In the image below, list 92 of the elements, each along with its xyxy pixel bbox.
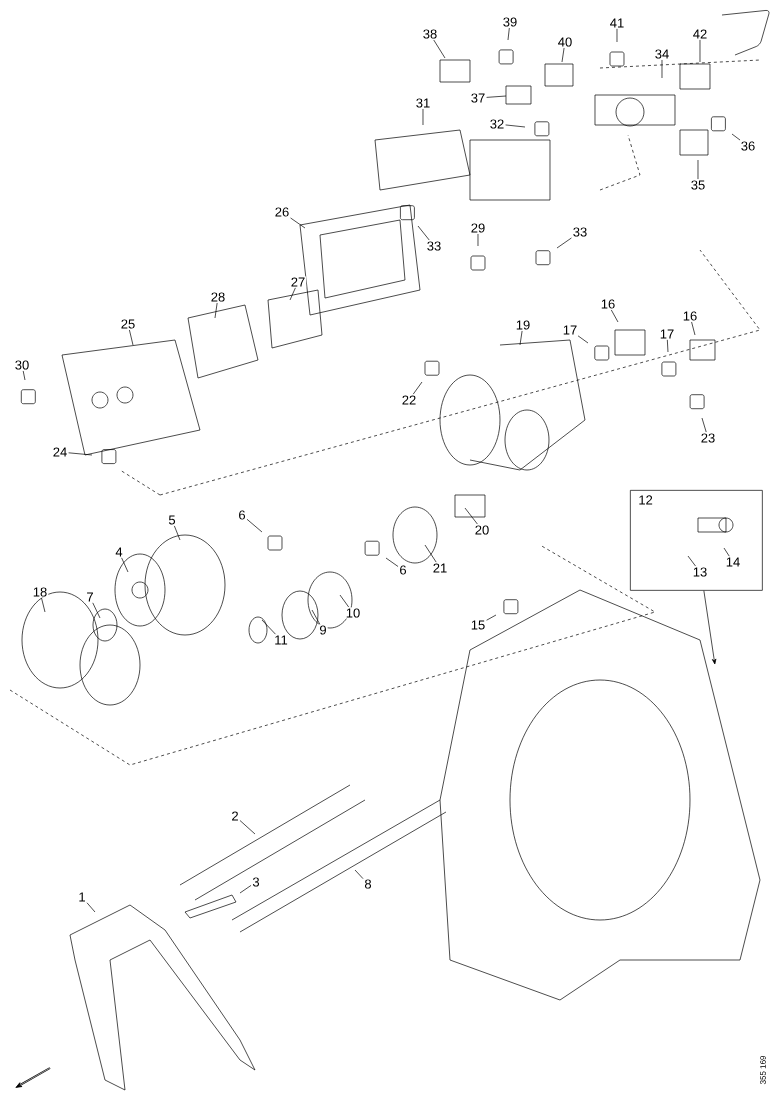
leader-line <box>616 28 618 43</box>
leader-line <box>354 869 364 879</box>
leader-line <box>412 381 423 395</box>
leader-line <box>723 547 730 557</box>
leader-line <box>666 339 669 353</box>
leader-line <box>433 39 446 59</box>
leader-line <box>41 597 46 613</box>
leader-line <box>422 108 424 126</box>
leader-line <box>86 902 96 913</box>
leader-line <box>577 335 589 344</box>
callout-number: 26 <box>273 206 291 218</box>
leader-line <box>246 518 263 533</box>
leader-line <box>290 217 306 229</box>
callout-number: 24 <box>51 446 69 458</box>
callout-number: 37 <box>469 92 487 104</box>
callout-number: 36 <box>739 140 757 152</box>
leader-line <box>339 594 350 608</box>
callout-number: 7 <box>85 591 95 603</box>
leader-line <box>385 557 399 567</box>
leader-line <box>699 39 701 63</box>
callout-number: 35 <box>689 179 707 191</box>
callout-number: 21 <box>431 562 449 574</box>
leader-line <box>121 557 129 573</box>
callout-number: 4 <box>114 546 124 558</box>
callout-number: 10 <box>344 607 362 619</box>
leader-line <box>687 555 696 567</box>
callout-number: 9 <box>318 624 328 636</box>
callout-number: 25 <box>119 318 137 330</box>
leader-line <box>174 525 181 541</box>
callout-number: 33 <box>425 240 443 252</box>
callout-number: 16 <box>681 310 699 322</box>
callout-number: 5 <box>167 514 177 526</box>
callout-number: 8 <box>363 878 373 890</box>
leader-line <box>214 302 218 319</box>
leader-line <box>92 602 101 619</box>
callout-number: 33 <box>571 226 589 238</box>
leader-line <box>239 820 256 835</box>
leader-line <box>610 309 619 323</box>
leader-line <box>464 507 478 525</box>
leader-line <box>417 225 430 241</box>
leader-line <box>731 133 741 141</box>
callout-number: 34 <box>653 48 671 60</box>
callout-number: 29 <box>469 222 487 234</box>
leader-line <box>261 619 276 635</box>
callout-number: 41 <box>608 17 626 29</box>
callout-number: 14 <box>724 556 742 568</box>
leader-line <box>22 370 26 381</box>
callout-number: 6 <box>398 564 408 576</box>
callout-number: 17 <box>561 324 579 336</box>
leader-line <box>239 885 252 894</box>
leader-line <box>129 329 134 346</box>
figure-number: 355 169 <box>760 1055 766 1085</box>
leader-line <box>486 614 497 621</box>
callout-number: 18 <box>31 586 49 598</box>
leader-line <box>661 59 663 79</box>
leader-line <box>311 609 321 625</box>
callout-number: 23 <box>699 432 717 444</box>
callout-number: 13 <box>691 566 709 578</box>
callout-number: 17 <box>658 328 676 340</box>
pointer-arrow <box>703 590 717 665</box>
callout-number: 15 <box>469 619 487 631</box>
leader-line <box>424 544 437 563</box>
leader-line <box>519 330 523 346</box>
callout-number: 11 <box>273 634 289 646</box>
callout-number: 1 <box>77 891 87 903</box>
callout-number: 2 <box>230 810 240 822</box>
leader-line <box>697 159 699 180</box>
leader-line <box>701 417 707 433</box>
callout-number: 31 <box>414 97 432 109</box>
callout-number: 20 <box>473 524 491 536</box>
callout-number: 27 <box>289 276 307 288</box>
callout-number: 39 <box>501 16 519 28</box>
callout-number: 42 <box>691 28 709 40</box>
callout-number: 28 <box>209 291 227 303</box>
callout-number: 32 <box>488 118 506 130</box>
leader-line <box>556 237 572 249</box>
callout-number: 19 <box>514 319 532 331</box>
leader-line <box>486 95 507 98</box>
callout-number: 3 <box>251 876 261 888</box>
leader-line <box>507 27 510 41</box>
leader-line <box>691 321 696 336</box>
callout-number: 16 <box>599 298 617 310</box>
callout-number: 30 <box>13 359 31 371</box>
callout-number: 6 <box>237 509 247 521</box>
leader-line <box>505 124 526 128</box>
leader-line <box>561 47 565 63</box>
callout-number: 40 <box>556 36 574 48</box>
callout-number: 22 <box>400 394 418 406</box>
leader-line <box>477 233 479 247</box>
leader-line <box>289 287 296 301</box>
leader-line <box>68 452 93 456</box>
callout-number: 38 <box>421 28 439 40</box>
